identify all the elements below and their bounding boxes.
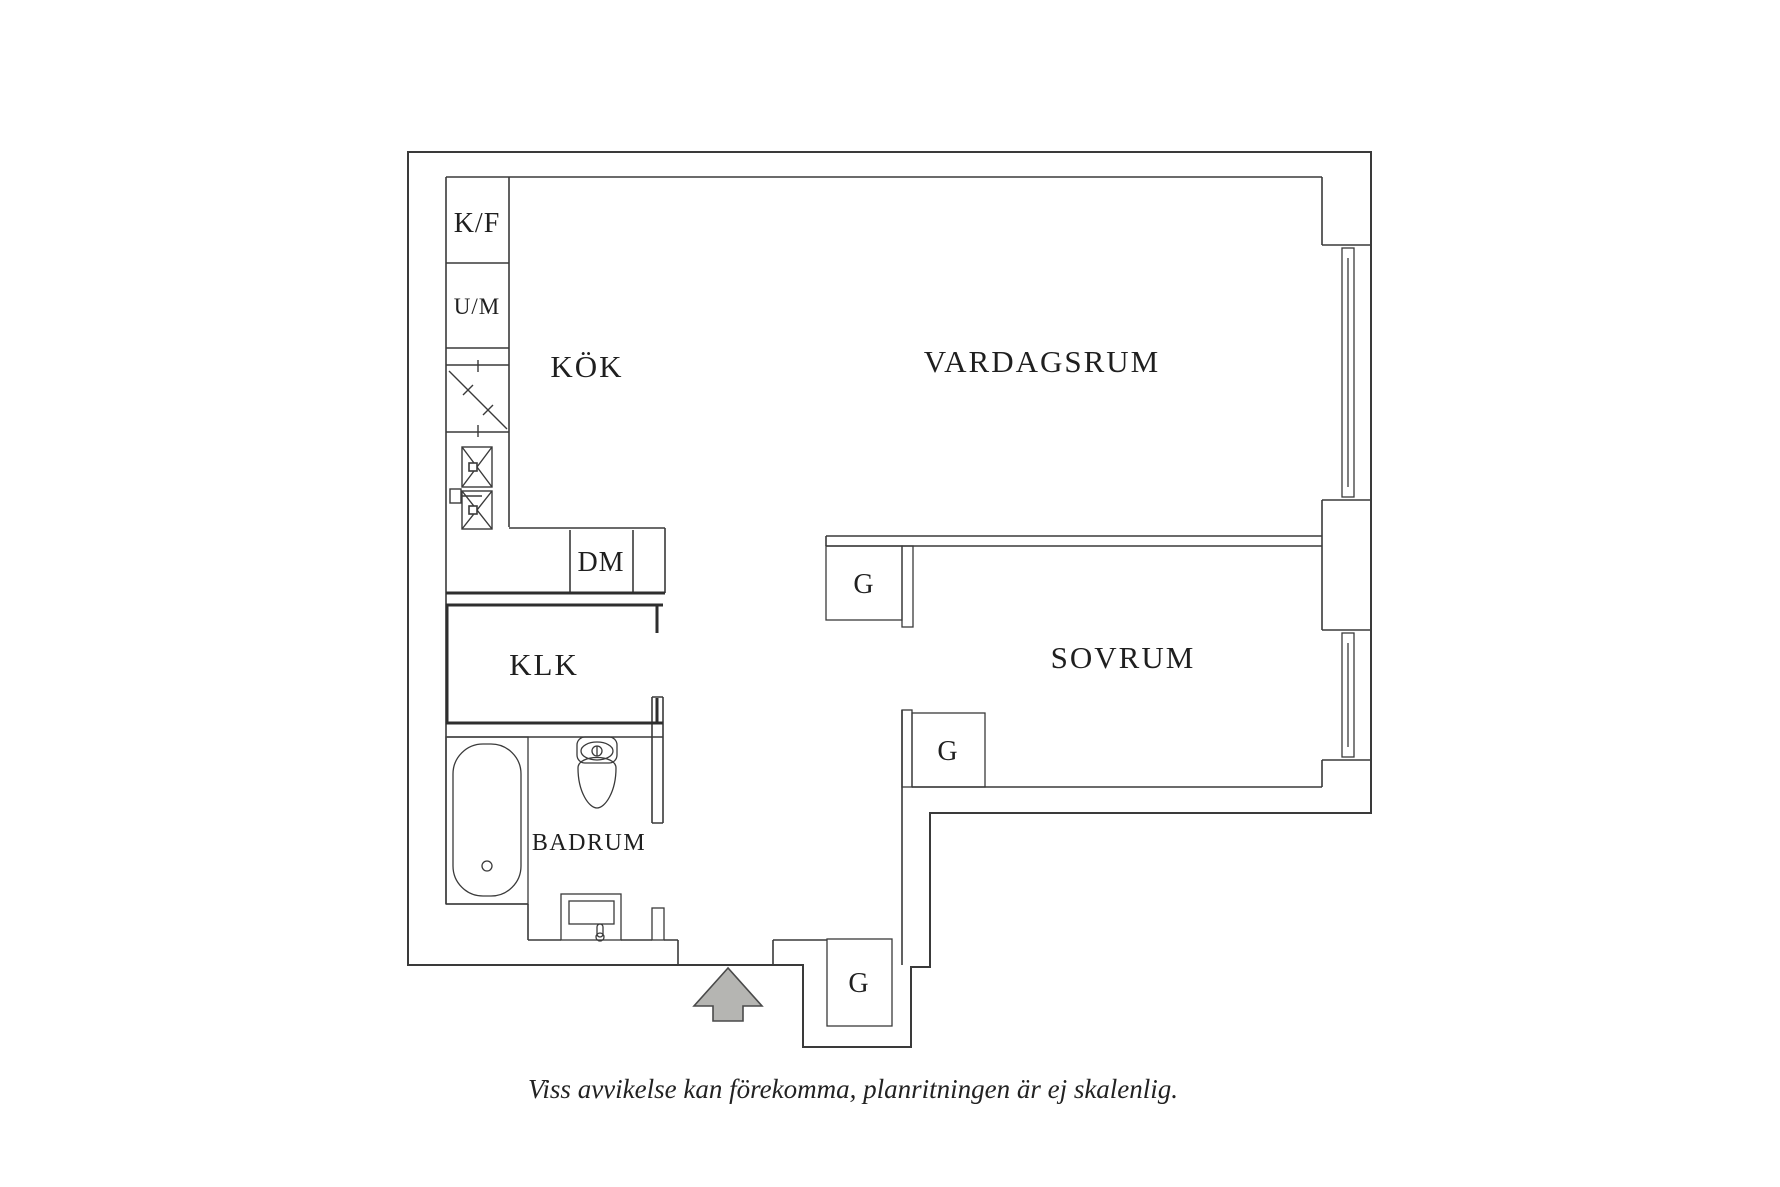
disclaimer-caption: Viss avvikelse kan förekomma, planritnin…: [528, 1074, 1178, 1104]
wall-pillar: [651, 907, 665, 941]
room-label-badrum: BADRUM: [532, 830, 646, 856]
klk-walls: [445, 603, 663, 725]
kitchen-worktop-symbol: [448, 360, 508, 437]
outer-wall: [407, 151, 1372, 1048]
kitchen-sink-symbol: [449, 446, 493, 530]
room-label-klk: KLK: [509, 647, 579, 682]
appliance-label-um: U/M: [454, 294, 500, 319]
window-vardagsrum: [1341, 247, 1355, 498]
window-sovrum: [1341, 632, 1355, 758]
bathtub: [445, 736, 529, 905]
appliance-label-kf: K/F: [454, 208, 501, 239]
wardrobe-label-vardagsrum: G: [853, 569, 874, 600]
wardrobe-label-sovrum: G: [937, 736, 958, 767]
toilet: [576, 736, 618, 809]
room-label-sovrum: SOVRUM: [1051, 640, 1196, 675]
wardrobe-hall: [826, 938, 893, 1027]
appliance-label-dm: DM: [577, 547, 624, 578]
bathroom-sink: [560, 893, 622, 942]
entrance-arrow-icon: [692, 966, 764, 1022]
wardrobe-label-hall: G: [848, 968, 869, 999]
room-label-vardagsrum: VARDAGSRUM: [924, 344, 1161, 379]
wardrobe-vardagsrum: [825, 545, 914, 628]
wardrobe-sovrum: [901, 709, 986, 788]
room-label-kok: KÖK: [550, 349, 623, 384]
